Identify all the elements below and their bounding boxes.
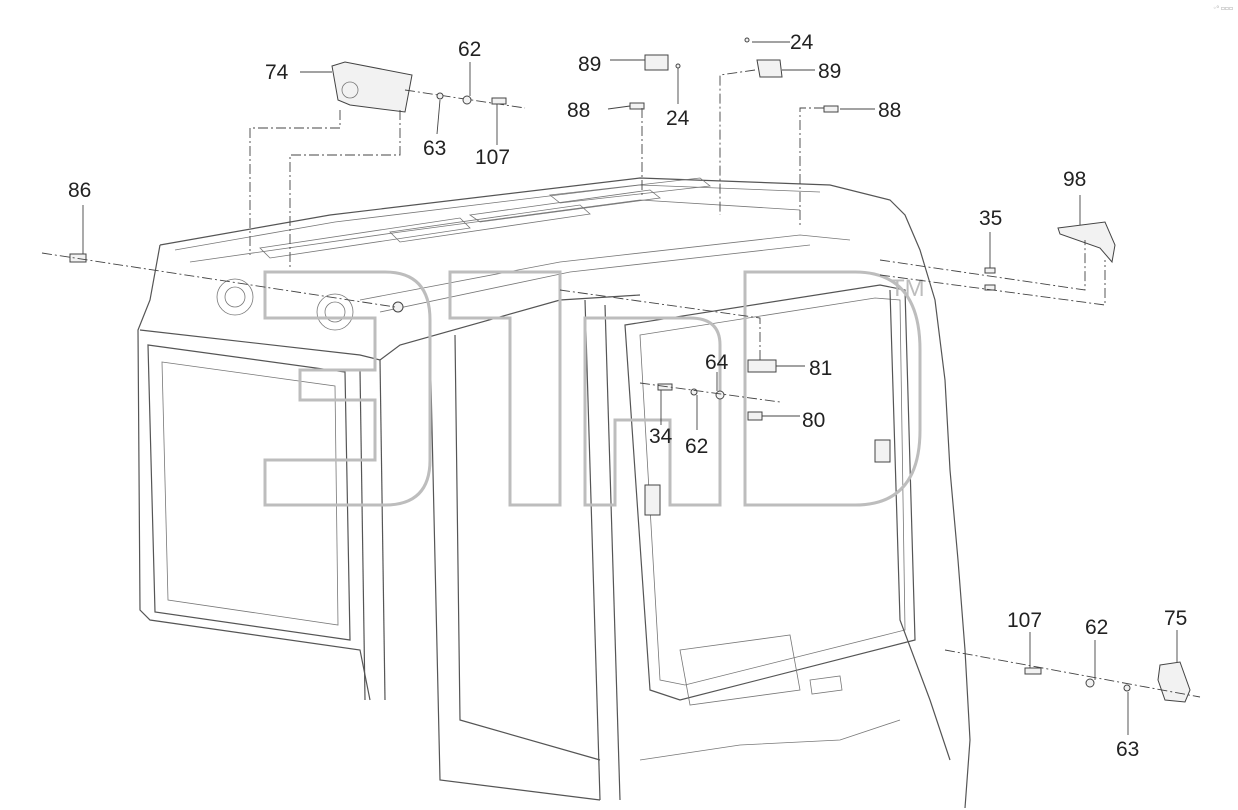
callout-35: 35 bbox=[979, 207, 1002, 230]
part-74-bracket bbox=[331, 61, 413, 113]
callout-88: 88 bbox=[567, 99, 590, 122]
watermark-trademark: TM bbox=[890, 275, 925, 302]
part-98-bracket bbox=[1057, 221, 1116, 264]
cab-body bbox=[137, 177, 971, 809]
corner-mark: ◦⁰ ▫▫▫ bbox=[1213, 5, 1233, 12]
speaker-left bbox=[216, 278, 254, 316]
callout-62: 62 bbox=[1085, 616, 1108, 639]
callout-80: 80 bbox=[802, 409, 825, 432]
callout-107: 107 bbox=[475, 146, 510, 169]
callout-107: 107 bbox=[1007, 609, 1042, 632]
callout-labels: 74 62 63 107 89 88 24 24 89 88 86 98 35 … bbox=[68, 31, 1187, 761]
part-75-bracket bbox=[1157, 661, 1191, 703]
callout-98: 98 bbox=[1063, 168, 1086, 191]
watermark: TM bbox=[263, 270, 925, 507]
callout-64: 64 bbox=[705, 351, 729, 374]
callout-88: 88 bbox=[878, 99, 901, 122]
callout-74: 74 bbox=[265, 61, 289, 84]
callout-81: 81 bbox=[809, 357, 832, 380]
callout-34: 34 bbox=[649, 425, 673, 448]
callout-89: 89 bbox=[578, 53, 601, 76]
callout-24: 24 bbox=[666, 107, 690, 130]
callout-24: 24 bbox=[790, 31, 814, 54]
callout-63: 63 bbox=[1116, 738, 1139, 761]
callout-63: 63 bbox=[423, 137, 446, 160]
callout-62: 62 bbox=[458, 38, 481, 61]
callout-89: 89 bbox=[818, 60, 841, 83]
part-81-plate bbox=[747, 359, 777, 373]
callout-86: 86 bbox=[68, 179, 91, 202]
part-89-hinge-right bbox=[756, 59, 783, 78]
speaker-right bbox=[316, 293, 354, 331]
part-89-hinge-left bbox=[644, 54, 669, 71]
exploded-parts bbox=[41, 37, 1201, 735]
callout-62: 62 bbox=[685, 435, 708, 458]
callout-75: 75 bbox=[1164, 607, 1187, 630]
